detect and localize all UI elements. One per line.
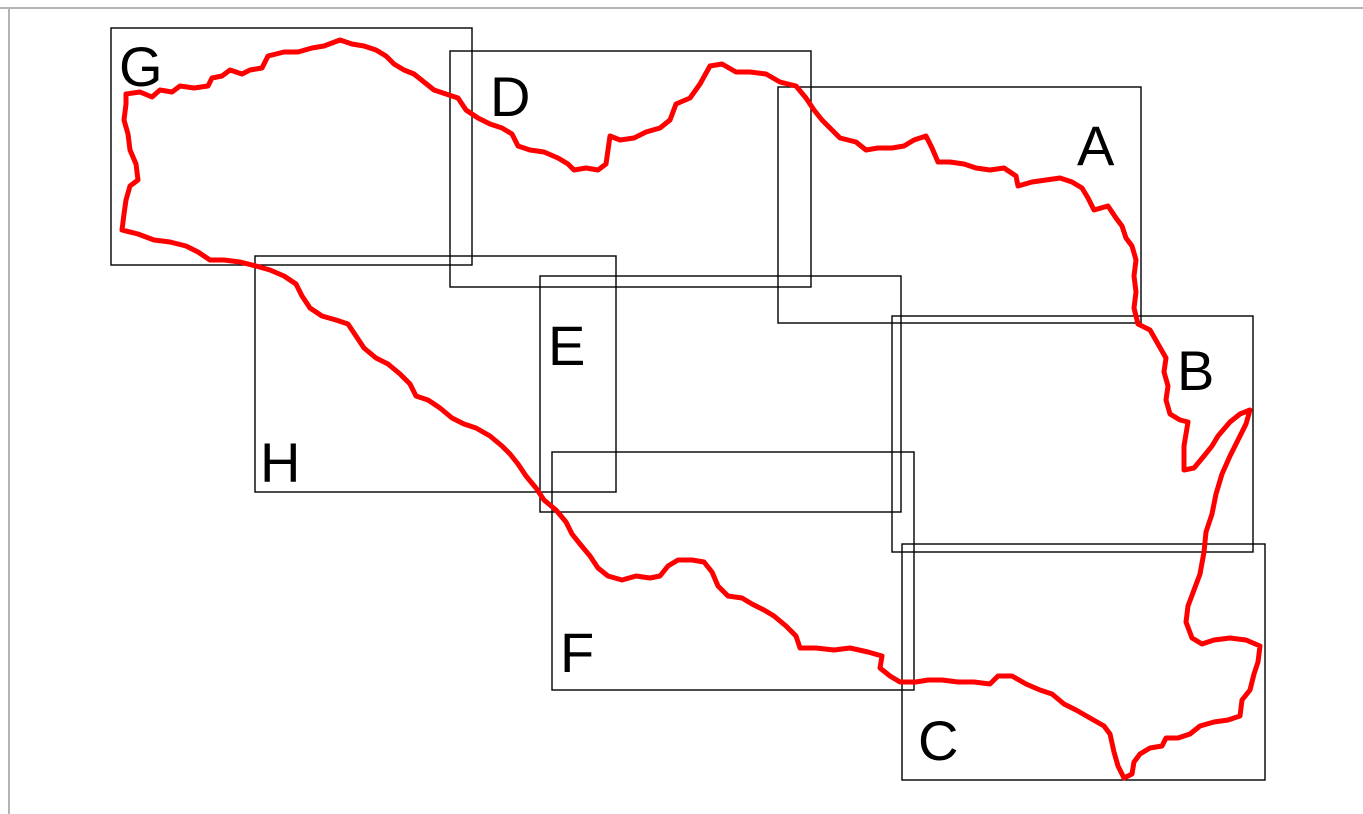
tile-box-d[interactable] [449, 50, 812, 288]
tile-box-e[interactable] [539, 275, 902, 513]
tile-box-h[interactable] [254, 255, 617, 493]
tile-box-g[interactable] [110, 27, 473, 266]
tile-label-h: H [260, 431, 300, 494]
tile-label-b: B [1177, 339, 1214, 402]
tile-box-b[interactable] [891, 315, 1254, 553]
tile-label-c: C [918, 709, 958, 772]
tile-label-d: D [490, 65, 530, 128]
tile-label-e: E [548, 314, 585, 377]
tile-label-a: A [1077, 114, 1115, 177]
tile-label-f: F [560, 621, 594, 684]
tile-box-a[interactable] [777, 86, 1142, 324]
tile-box-c[interactable] [901, 543, 1266, 781]
tile-box-f[interactable] [551, 451, 915, 691]
study-area-boundary [119, 37, 1263, 781]
tile-label-g: G [119, 35, 163, 98]
